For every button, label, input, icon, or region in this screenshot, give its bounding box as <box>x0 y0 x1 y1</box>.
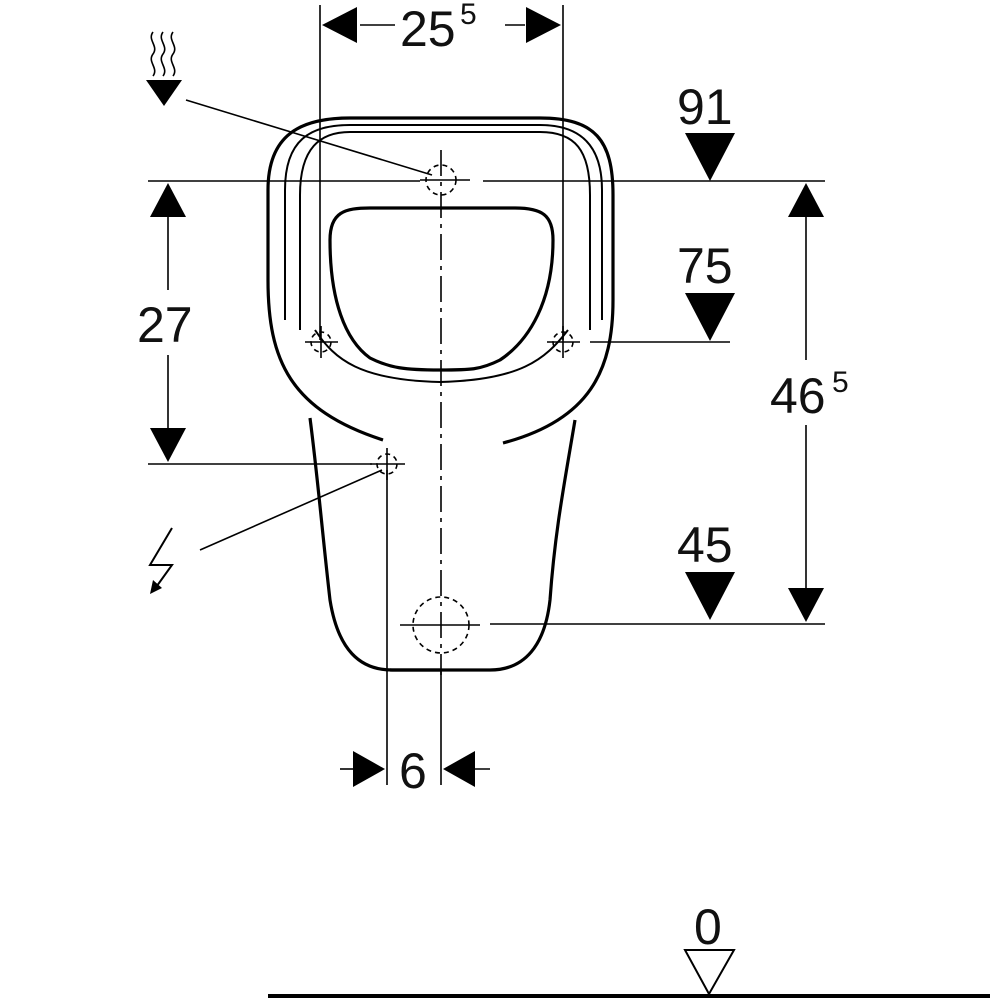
right-height-dimension: 46 5 <box>770 183 849 622</box>
left-height-dimension: 27 <box>137 183 193 462</box>
water-inlet <box>420 164 470 196</box>
hot-water-icon <box>146 31 182 106</box>
right-height-label: 46 <box>770 368 826 424</box>
electric-leader <box>199 469 383 551</box>
drain-outlet <box>400 596 480 654</box>
level-marker-45: 45 <box>677 517 735 620</box>
left-height-label: 27 <box>137 297 193 353</box>
floor-level-marker: 0 <box>268 899 990 998</box>
water-leader <box>185 99 433 176</box>
width-dimension: 25 5 <box>319 0 564 340</box>
width-sup: 5 <box>460 0 477 31</box>
level-45-label: 45 <box>677 517 733 573</box>
level-marker-91: 91 <box>677 79 735 181</box>
level-91-label: 91 <box>677 79 733 135</box>
width-label: 25 <box>400 1 456 57</box>
lightning-icon <box>148 527 174 594</box>
fixing-point-left <box>305 326 338 358</box>
right-height-sup: 5 <box>832 366 849 399</box>
level-marker-75: 75 <box>677 238 735 341</box>
bottom-offset-label: 6 <box>399 743 427 799</box>
bottom-offset-dimension: 6 <box>340 470 490 799</box>
level-75-label: 75 <box>677 238 733 294</box>
floor-level-label: 0 <box>694 899 722 955</box>
